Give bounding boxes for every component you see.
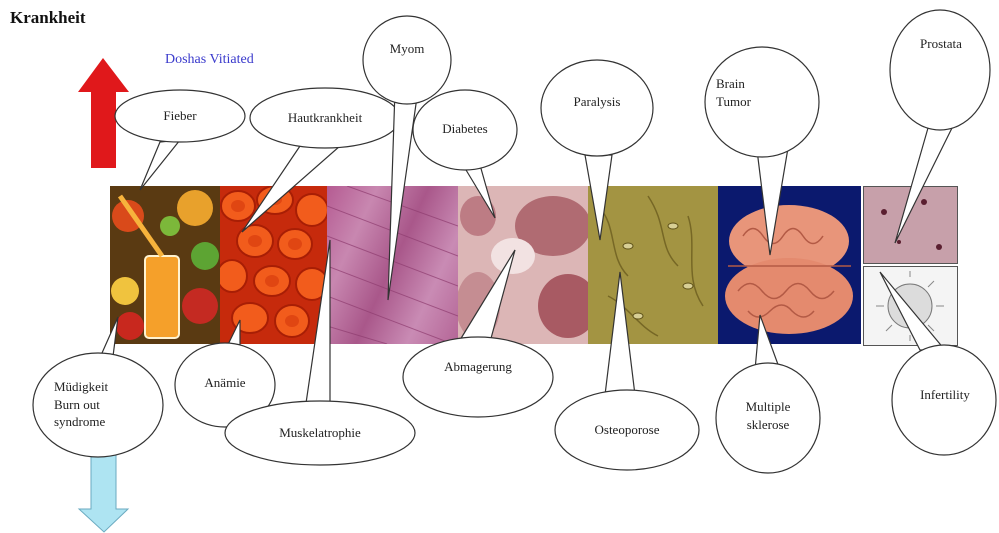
callout-fieber bbox=[140, 140, 180, 190]
label-ms-line1: Multiple bbox=[728, 398, 808, 416]
callout-hautkrankheit bbox=[242, 146, 340, 232]
label-multiple-sklerose: Multiple sklerose bbox=[728, 398, 808, 433]
callout-osteoporose bbox=[605, 272, 635, 395]
label-brain-tumor-line1: Brain bbox=[716, 75, 788, 93]
label-mudigkeit-line1: Müdigkeit bbox=[54, 378, 154, 396]
label-myom: Myom bbox=[375, 40, 439, 58]
callout-multiple-sklerose bbox=[755, 315, 780, 370]
label-prostata: Prostata bbox=[905, 35, 977, 53]
label-anamie: Anämie bbox=[185, 374, 265, 392]
label-fieber: Fieber bbox=[140, 107, 220, 125]
label-osteoporose: Osteoporose bbox=[570, 421, 684, 439]
label-mudigkeit-line3: syndrome bbox=[54, 413, 154, 431]
label-brain-tumor: Brain Tumor bbox=[712, 75, 788, 110]
label-diabetes: Diabetes bbox=[425, 120, 505, 138]
callout-paralysis bbox=[585, 155, 612, 240]
callout-brain-tumor bbox=[757, 148, 788, 255]
label-mudigkeit: Müdigkeit Burn out syndrome bbox=[48, 378, 154, 431]
label-muskelatrophie: Muskelatrophie bbox=[250, 424, 390, 442]
label-hautkrankheit: Hautkrankheit bbox=[270, 109, 380, 127]
callout-prostata bbox=[895, 128, 952, 243]
callout-infertility bbox=[880, 272, 945, 350]
label-mudigkeit-line2: Burn out bbox=[54, 396, 154, 414]
callout-muskelatrophie bbox=[305, 240, 330, 410]
label-brain-tumor-line2: Tumor bbox=[716, 93, 788, 111]
label-abmagerung: Abmagerung bbox=[418, 358, 538, 376]
callout-abmagerung bbox=[460, 250, 515, 342]
label-paralysis: Paralysis bbox=[557, 93, 637, 111]
label-ms-line2: sklerose bbox=[728, 416, 808, 434]
label-infertility: Infertility bbox=[905, 386, 985, 404]
